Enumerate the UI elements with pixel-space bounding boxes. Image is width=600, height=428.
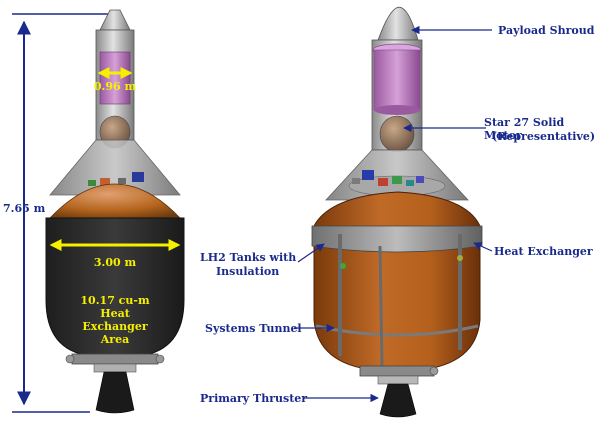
right-nose-cone <box>377 6 419 41</box>
volume-label-line3: Exchanger <box>82 320 148 333</box>
left-transition-cone <box>49 139 181 196</box>
leader-heat-exchanger <box>473 242 493 252</box>
component-box <box>352 178 360 184</box>
component-box <box>132 172 144 182</box>
height-dimension-line <box>12 13 118 413</box>
volume-label-line4: Area <box>100 333 130 346</box>
component-box <box>118 178 126 184</box>
volume-label-line1: 10.17 cu-m <box>80 294 150 307</box>
right-heat-exchanger-band <box>311 225 483 253</box>
component-box <box>88 180 96 186</box>
star27-label-line2: (Representative) <box>492 130 596 143</box>
component-box <box>392 176 402 184</box>
left-nose-cone <box>99 9 131 31</box>
systems-tunnel-label: Systems Tunnel <box>205 322 302 335</box>
right-vehicle <box>294 6 493 418</box>
payload-shroud-label: Payload Shroud <box>498 24 595 37</box>
leader-lh2-tanks <box>297 243 325 263</box>
component-box <box>100 178 110 186</box>
tank-diameter-label: 3.00 m <box>93 256 137 269</box>
shroud-diameter-label: 0.96 m <box>93 80 137 93</box>
component-box <box>362 170 374 180</box>
left-payload <box>99 51 131 105</box>
right-payload <box>373 49 421 111</box>
lh2-tanks-label-line2: Insulation <box>216 265 280 278</box>
primary-thruster-label: Primary Thruster <box>200 392 308 405</box>
component-box <box>378 178 388 186</box>
lh2-tanks-label-line1: LH2 Tanks with <box>200 251 297 264</box>
component-box <box>416 176 424 183</box>
right-primary-thruster <box>379 383 417 418</box>
star27-label-line1: Star 27 Solid Motor <box>484 116 565 142</box>
left-vehicle <box>12 9 185 414</box>
overall-height-label: 7.65 m <box>3 202 46 215</box>
left-primary-thruster <box>95 371 135 414</box>
right-star27-motor <box>379 115 415 153</box>
left-tank-dome <box>49 183 181 219</box>
heat-exchanger-label: Heat Exchanger <box>494 245 593 258</box>
component-box <box>406 180 414 186</box>
right-bottom-ring <box>359 365 435 377</box>
left-bottom-ring <box>71 353 159 365</box>
volume-label-line2: Heat <box>100 307 130 320</box>
